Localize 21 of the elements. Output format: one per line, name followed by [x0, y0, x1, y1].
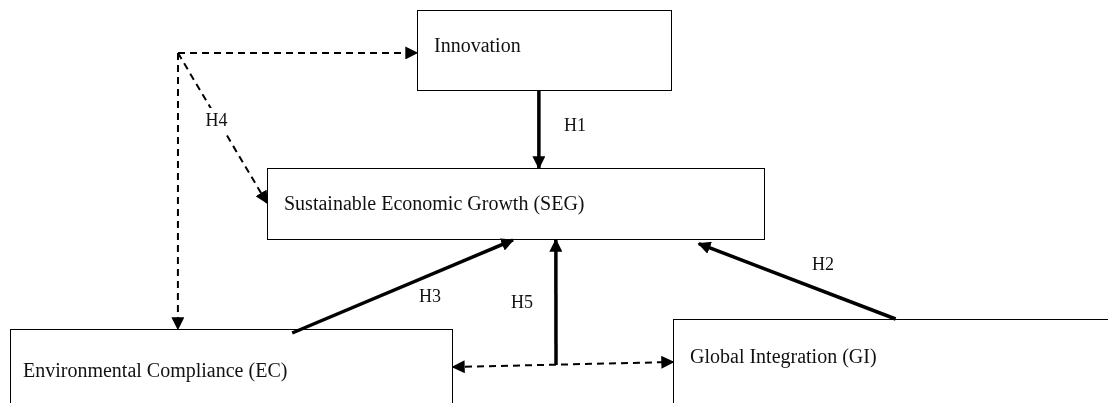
concept-box [267, 168, 765, 240]
edge-label: H1 [563, 114, 587, 137]
node-label: Environmental Compliance (EC) [23, 358, 289, 382]
arrow [171, 52, 185, 331]
arrow [697, 241, 897, 321]
concept-box [673, 319, 1108, 403]
edge-label: H5 [510, 291, 534, 314]
node-label: Global Integration (GI) [690, 344, 878, 368]
arrow [549, 238, 563, 365]
edge-label: H4 [203, 108, 230, 132]
arrow [291, 238, 515, 335]
arrow [532, 91, 546, 170]
edge-label: H2 [811, 253, 835, 276]
concept-box [10, 329, 453, 403]
node-label: Innovation [434, 33, 522, 57]
node-label: Sustainable Economic Growth (SEG) [284, 191, 586, 215]
edge-label: H3 [418, 285, 442, 308]
arrow [451, 355, 675, 374]
arrow [177, 52, 268, 205]
concept-box [417, 10, 672, 91]
arrow [177, 46, 419, 60]
